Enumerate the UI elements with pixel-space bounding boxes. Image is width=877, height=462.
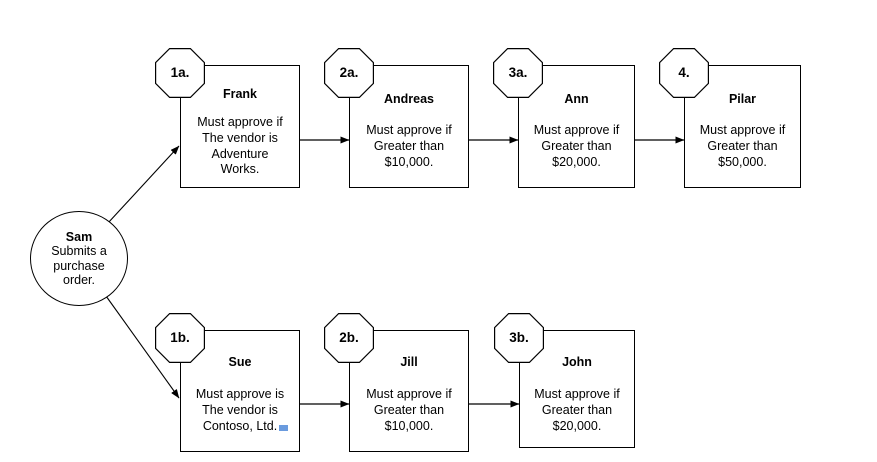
step-role-frank: Frank — [222, 87, 258, 101]
step-badge-2b[interactable]: 2b. — [324, 313, 374, 363]
step-rule-john: Must approve if Greater than $20,000. — [534, 386, 620, 433]
step-rule-pilar: Must approve if Greater than $50,000. — [699, 122, 786, 169]
step-role-ann: Ann — [564, 92, 589, 106]
step-rule-sue: Must approve is The vendor is Contoso, L… — [195, 386, 285, 433]
start-node-role: Sam — [65, 229, 93, 244]
step-badge-4[interactable]: 4. — [659, 48, 709, 98]
step-role-john: John — [562, 355, 592, 369]
step-badge-1a-label: 1a. — [170, 65, 190, 81]
start-node-sam[interactable]: Sam Submits a purchase order. — [30, 211, 128, 306]
step-badge-1b[interactable]: 1b. — [155, 313, 205, 363]
step-box-pilar[interactable]: Pilar Must approve if Greater than $50,0… — [684, 65, 801, 188]
step-badge-1a[interactable]: 1a. — [155, 48, 205, 98]
step-badge-1b-label: 1b. — [170, 330, 190, 346]
step-rule-jill: Must approve if Greater than $10,000. — [366, 386, 452, 433]
step-rule-frank: Must approve if The vendor is Adventure … — [197, 114, 283, 177]
step-badge-3b[interactable]: 3b. — [494, 313, 544, 363]
step-rule-andreas: Must approve if Greater than $10,000. — [366, 122, 452, 169]
step-badge-3a-label: 3a. — [508, 65, 528, 81]
start-node-description: Submits a purchase order. — [51, 244, 107, 287]
step-role-sue: Sue — [228, 355, 252, 369]
edge-sam-to-frank — [107, 145, 180, 224]
step-badge-2a[interactable]: 2a. — [324, 48, 374, 98]
step-rule-ann: Must approve if Greater than $20,000. — [533, 122, 620, 169]
step-role-andreas: Andreas — [383, 92, 435, 106]
step-box-frank[interactable]: Frank Must approve if The vendor is Adve… — [180, 65, 300, 188]
step-badge-3a[interactable]: 3a. — [493, 48, 543, 98]
step-badge-2b-label: 2b. — [339, 330, 359, 346]
step-badge-4-label: 4. — [678, 65, 690, 81]
step-box-ann[interactable]: Ann Must approve if Greater than $20,000… — [518, 65, 635, 188]
text-cursor-artifact — [279, 425, 288, 431]
step-role-pilar: Pilar — [728, 92, 757, 106]
step-box-sue[interactable]: Sue Must approve is The vendor is Contos… — [180, 330, 300, 452]
step-badge-2a-label: 2a. — [339, 65, 359, 81]
step-badge-3b-label: 3b. — [509, 330, 529, 346]
step-role-jill: Jill — [400, 355, 418, 369]
step-box-andreas[interactable]: Andreas Must approve if Greater than $10… — [349, 65, 469, 188]
